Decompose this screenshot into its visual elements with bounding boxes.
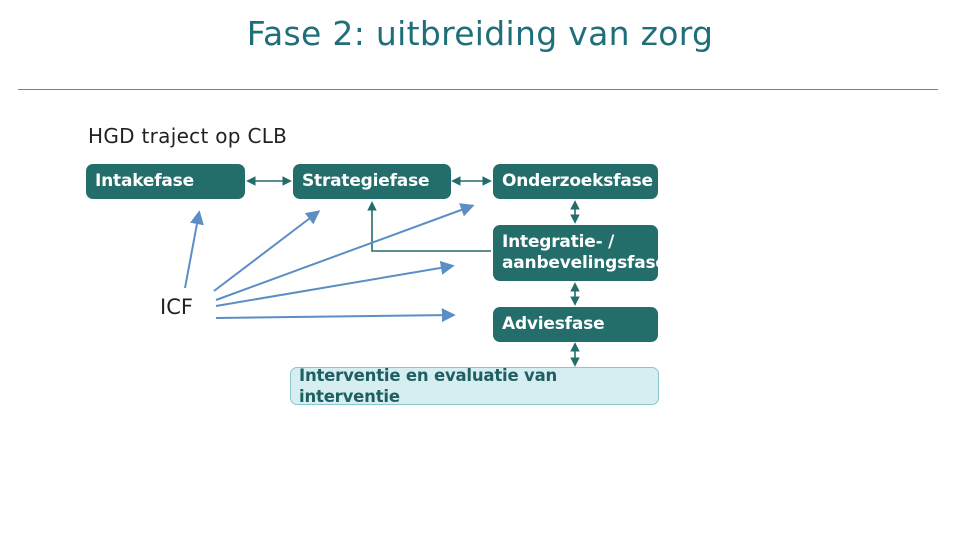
slide-subtitle: HGD traject op CLB	[88, 124, 288, 148]
slide-title: Fase 2: uitbreiding van zorg	[246, 14, 714, 53]
icf-arrow-strategie	[213, 210, 321, 292]
box-integratiefase-label-line2: aanbevelingsfase	[502, 253, 667, 273]
box-onderzoeksfase-label: Onderzoeksfase	[502, 171, 653, 191]
box-strategiefase: Strategiefase	[293, 164, 451, 199]
icf-label: ICF	[160, 295, 193, 319]
connector-integratie-strategie	[367, 201, 491, 252]
title-divider	[18, 89, 938, 90]
box-adviesfase: Adviesfase	[493, 307, 658, 342]
icf-arrow-integratie	[215, 260, 455, 307]
icf-arrow-onderzoek	[215, 203, 475, 301]
box-integratiefase-label-line1: Integratie- /	[502, 232, 615, 252]
icf-arrow-intake	[184, 210, 204, 289]
box-adviesfase-label: Adviesfase	[502, 314, 605, 334]
box-onderzoeksfase: Onderzoeksfase	[493, 164, 658, 199]
box-integratiefase: Integratie- / aanbevelingsfase	[493, 225, 667, 281]
box-interventie-label: Interventie en evaluatie van interventie	[299, 366, 558, 406]
box-interventie: Interventie en evaluatie van interventie	[290, 366, 659, 406]
box-intakefase-label: Intakefase	[95, 171, 194, 191]
icf-arrow-advies	[215, 308, 456, 323]
box-intakefase: Intakefase	[86, 164, 245, 199]
box-strategiefase-label: Strategiefase	[302, 171, 430, 191]
